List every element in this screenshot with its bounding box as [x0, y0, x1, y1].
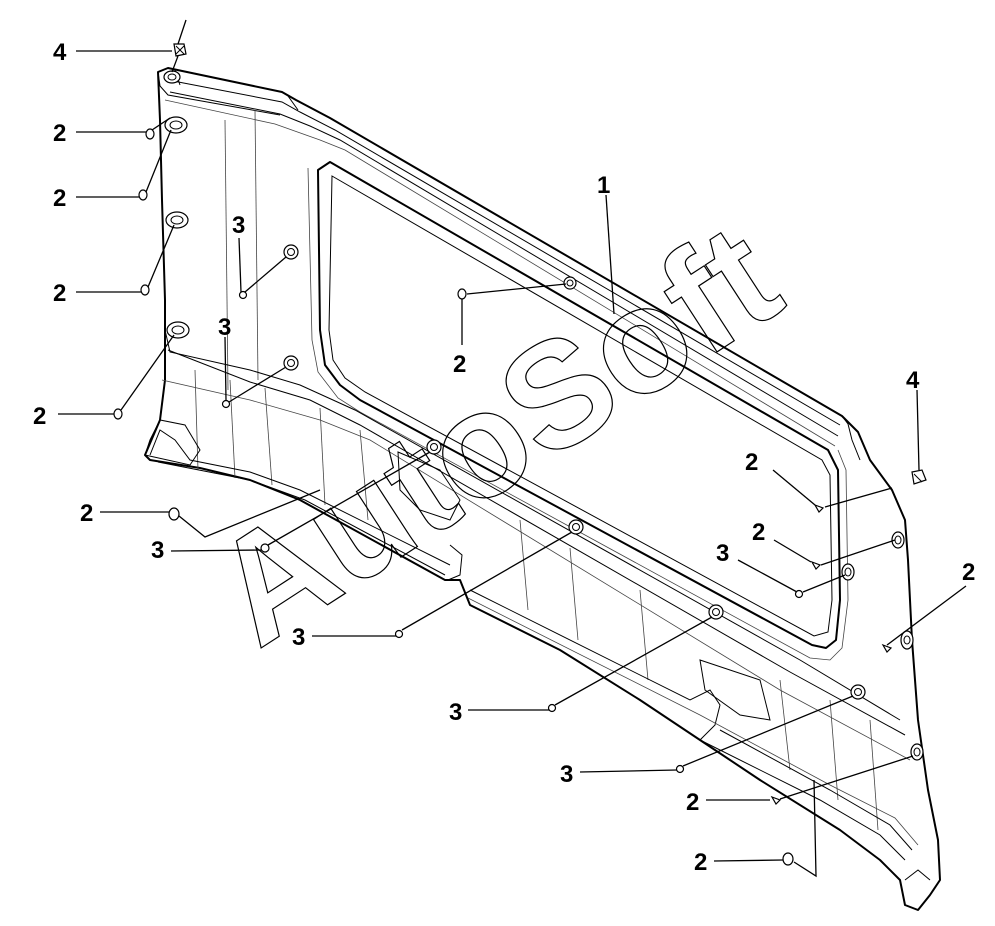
plug-cap-part-2: [140, 284, 150, 296]
callout-4: 4: [906, 367, 920, 394]
push-rivet-part-3: [394, 629, 404, 639]
window-opening: [317, 161, 841, 649]
callout-2: 2: [53, 280, 66, 307]
socket: [891, 531, 905, 549]
plug-cap-part-2: [138, 189, 148, 201]
socket: [163, 70, 181, 84]
push-rivet-part-3: [238, 290, 248, 300]
plug-cap-part-2: [113, 408, 123, 420]
trim-panel: [144, 67, 941, 911]
callout-3: 3: [232, 212, 245, 239]
socket: [850, 684, 866, 700]
plug-cap-part-2: [145, 128, 155, 140]
callout-3: 3: [560, 761, 573, 788]
callout-2: 2: [53, 120, 66, 147]
callout-2: 2: [686, 789, 699, 816]
push-rivet-part-3: [221, 399, 231, 409]
callout-3: 3: [449, 699, 462, 726]
screw-part-2: [770, 795, 782, 805]
plug-cap-part-2: [457, 288, 467, 300]
socket: [900, 630, 914, 650]
socket: [563, 276, 577, 290]
socket: [165, 211, 189, 229]
callout-2: 2: [33, 403, 46, 430]
callout-3: 3: [716, 540, 729, 567]
callout-1: 1: [597, 172, 610, 199]
plug-cap-part-2: [782, 852, 794, 866]
screw-part-2: [813, 503, 825, 513]
callout-2: 2: [752, 519, 765, 546]
callout-3: 3: [151, 537, 164, 564]
push-rivet-part-3: [675, 764, 685, 774]
socket: [841, 563, 855, 581]
screw-part-2: [881, 643, 893, 653]
callout-2: 2: [962, 559, 975, 586]
callout-2: 2: [453, 351, 466, 378]
callout-2: 2: [745, 449, 758, 476]
socket: [164, 116, 188, 134]
callout-2: 2: [53, 185, 66, 212]
socket: [568, 519, 584, 535]
retainer-clip-part-4: [911, 469, 927, 485]
callout-labels: 4 2 2 2 3 3 2 1 2 4 2 2 3 2 3 2 3 3 3 2 …: [33, 39, 975, 876]
plug-cap-part-2: [168, 507, 180, 521]
push-rivet-part-3: [260, 543, 270, 553]
screw-part-2: [810, 560, 822, 570]
callout-2: 2: [694, 849, 707, 876]
push-rivet-part-3: [547, 703, 557, 713]
socket: [910, 743, 924, 761]
callout-3: 3: [218, 314, 231, 341]
socket: [166, 321, 190, 339]
socket: [283, 355, 299, 371]
clip-sockets: [163, 70, 924, 761]
leader-lines: [58, 19, 967, 878]
socket: [708, 604, 724, 620]
socket: [426, 439, 442, 455]
callout-4: 4: [53, 39, 67, 66]
callout-2: 2: [80, 500, 93, 527]
push-rivet-part-3: [794, 589, 804, 599]
callout-3: 3: [292, 624, 305, 651]
socket: [283, 244, 299, 260]
fasteners: [113, 43, 927, 866]
retainer-clip-part-4: [173, 43, 187, 57]
